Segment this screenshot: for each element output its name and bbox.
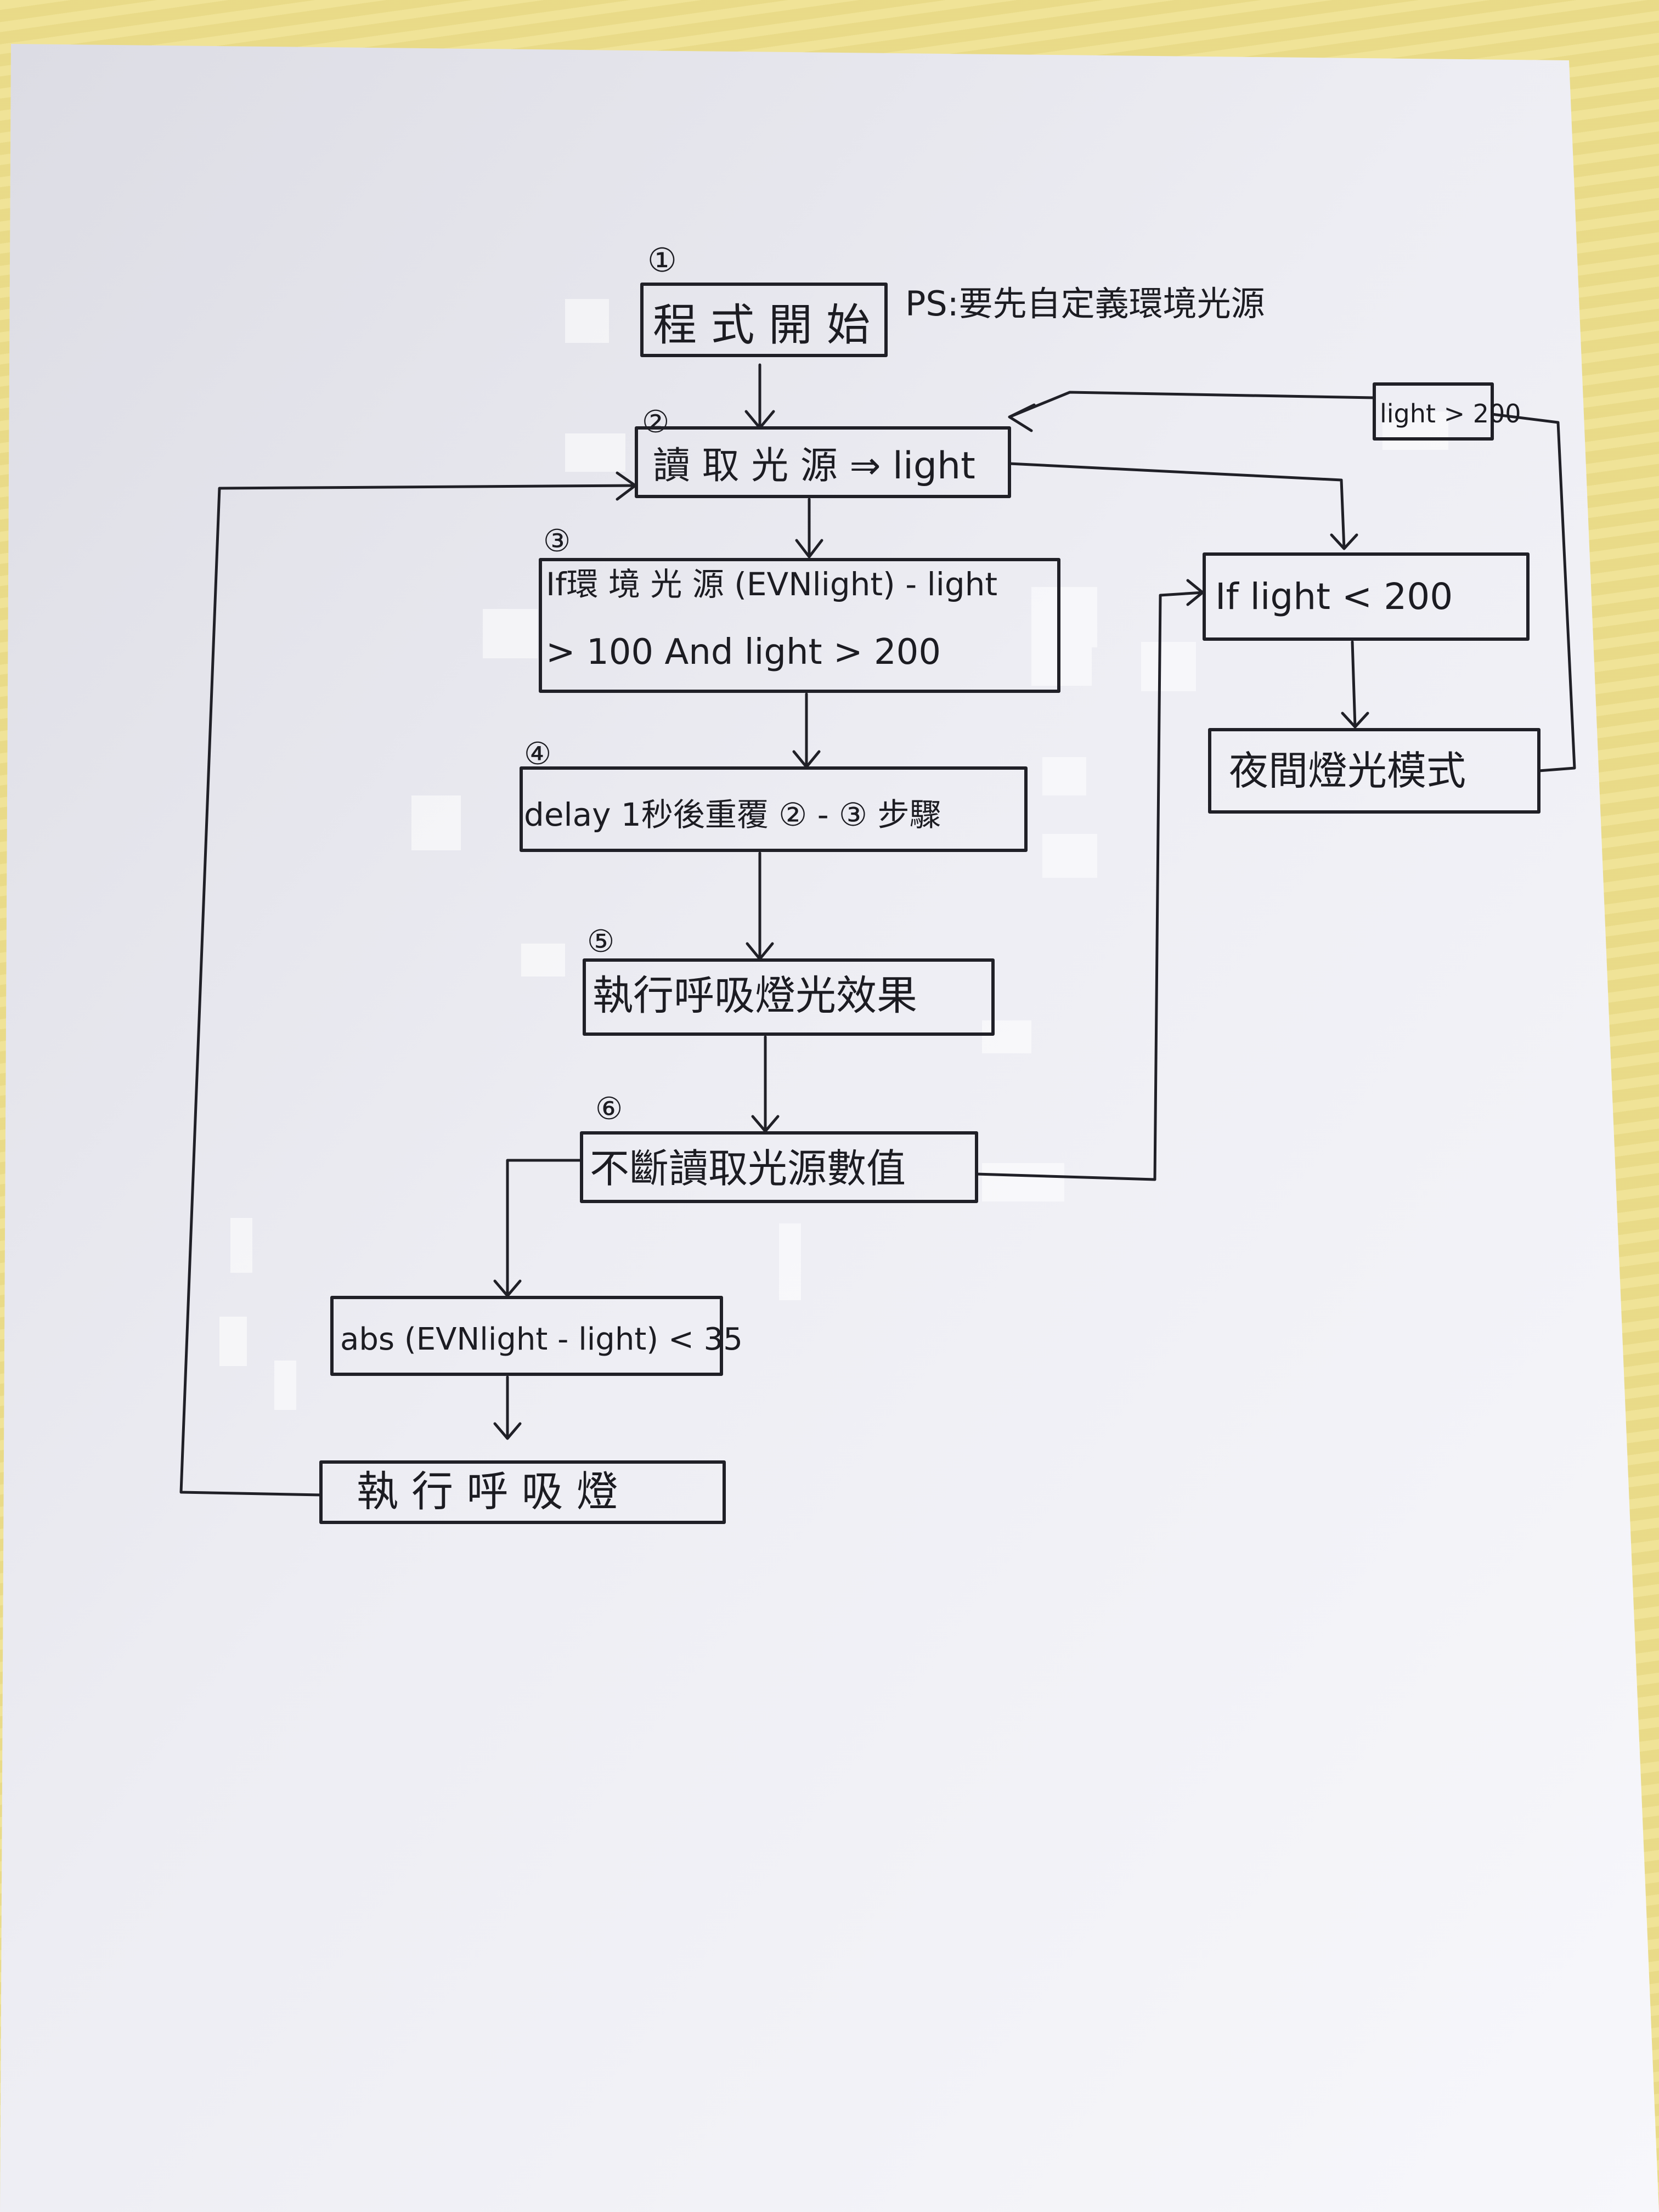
run-breath-box	[319, 1460, 726, 1524]
step-3-label: ③	[543, 523, 571, 559]
breath-effect-box	[583, 958, 995, 1036]
continuous-read-box	[580, 1131, 978, 1203]
if-low-text: If light < 200	[1215, 575, 1453, 618]
night-mode-text: 夜間燈光模式	[1229, 748, 1466, 794]
if-env-box	[539, 558, 1060, 693]
run-breath-text: 執 行 呼 吸 燈	[357, 1467, 618, 1516]
delay-box	[520, 766, 1028, 852]
start-box	[640, 283, 888, 357]
abs-check-box	[330, 1296, 723, 1376]
step-1-label: ①	[647, 241, 677, 280]
if-low-box	[1203, 552, 1530, 641]
step-4-label: ④	[524, 736, 551, 772]
continuous-read-text: 不斷讀取光源數值	[590, 1146, 906, 1192]
tape-marks	[219, 299, 1448, 1410]
read-light-box	[635, 426, 1011, 498]
if-env-text-line1: If環 境 光 源 (EVNlight) - light	[546, 566, 997, 603]
breath-effect-text: 執行呼吸燈光效果	[592, 972, 917, 1019]
read-light-text: 讀 取 光 源 ⇒ light	[653, 444, 975, 488]
step-2-label: ②	[642, 404, 669, 440]
cond-high-text: light > 200	[1380, 399, 1521, 428]
delay-text: delay 1秒後重覆 ② - ③ 步驟	[524, 796, 941, 833]
start-text: 程 式 開 始	[653, 300, 870, 351]
ps-note: PS:要先自定義環境光源	[905, 284, 1265, 324]
if-env-text-line2: > 100 And light > 200	[546, 632, 941, 673]
cond-high-box	[1373, 382, 1494, 441]
abs-check-text: abs (EVNlight - light) < 35	[340, 1322, 743, 1357]
connectors	[179, 363, 1576, 1497]
step-6-label: ⑥	[595, 1091, 623, 1127]
step-5-label: ⑤	[587, 924, 614, 960]
